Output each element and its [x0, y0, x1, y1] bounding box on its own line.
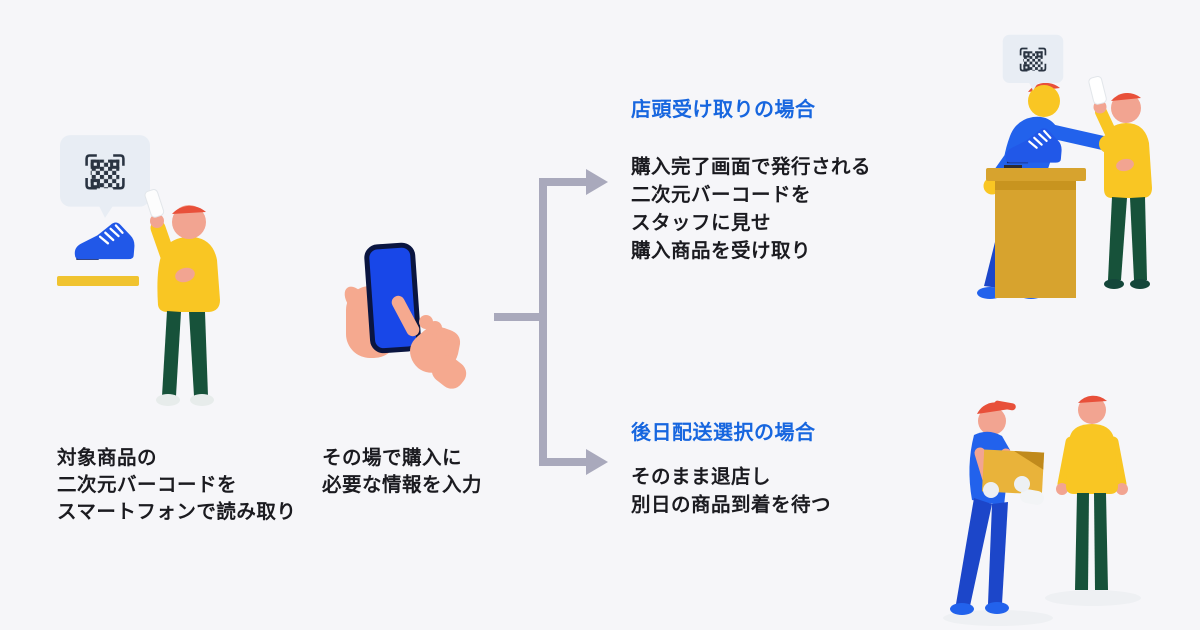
delivery-heading: 後日配送選択の場合	[631, 420, 816, 444]
hand-smartphone-illustration	[340, 238, 475, 398]
caption-input-line2: 必要な情報を入力	[322, 473, 483, 496]
pointing-hand-icon	[391, 295, 467, 389]
store-pickup-line1: 購入完了画面で発行される	[631, 155, 872, 178]
red-cap-icon	[1111, 93, 1141, 101]
store-pickup-line4: 購入商品を受け取り	[631, 239, 812, 262]
delivery-body: そのまま退店し 別日の商品到着を待つ	[631, 463, 831, 519]
smartphone-icon	[1088, 76, 1107, 105]
customer-figure	[1056, 395, 1128, 590]
caption-scan: 対象商品の 二次元バーコードを スマートフォンで読み取り	[57, 444, 296, 525]
ground-shadow	[943, 610, 1053, 626]
delivery-line1: そのまま退店し	[631, 465, 772, 488]
shelf	[57, 276, 139, 286]
store-pickup-line3: スタッフに見せ	[631, 211, 772, 234]
branch-arrow-bottom	[539, 458, 587, 466]
caption-scan-line3: スマートフォンで読み取り	[57, 500, 297, 523]
delivery-person-illustration	[928, 378, 1183, 630]
qr-scan-sneaker-illustration	[55, 128, 225, 428]
branch-arrow-stem	[494, 313, 547, 321]
store-pickup-body: 購入完了画面で発行される 二次元バーコードを スタッフに見せ 購入商品を受け取り	[631, 153, 871, 265]
customer-figure	[1088, 76, 1152, 289]
ground-shadow	[1045, 590, 1141, 606]
red-cap-icon	[1078, 395, 1107, 403]
store-counter-illustration	[898, 28, 1183, 323]
qr-code-bubble	[1002, 34, 1064, 92]
qr-code-bubble	[59, 134, 151, 220]
shoe-sole-shadow	[1004, 165, 1022, 169]
caption-scan-line1: 対象商品の	[57, 446, 158, 469]
branch-arrow-vertical	[539, 178, 547, 466]
delivery-line2: 別日の商品到着を待つ	[631, 493, 832, 516]
store-counter	[986, 168, 1086, 298]
store-pickup-heading: 店頭受け取りの場合	[631, 97, 816, 121]
arrowhead-bottom-icon	[586, 449, 608, 475]
caption-input: その場で購入に 必要な情報を入力	[322, 444, 482, 498]
caption-scan-line2: 二次元バーコードを	[57, 473, 238, 496]
store-pickup-line2: 二次元バーコードを	[631, 183, 812, 206]
caption-input-line1: その場で購入に	[322, 446, 463, 469]
customer-figure	[144, 189, 220, 406]
delivery-person-figure	[950, 400, 1045, 615]
smartphone-icon	[144, 189, 165, 218]
sneaker-icon	[73, 221, 136, 261]
branch-arrow-top	[539, 178, 587, 186]
red-cap-icon	[172, 205, 206, 214]
arrowhead-top-icon	[586, 169, 608, 195]
